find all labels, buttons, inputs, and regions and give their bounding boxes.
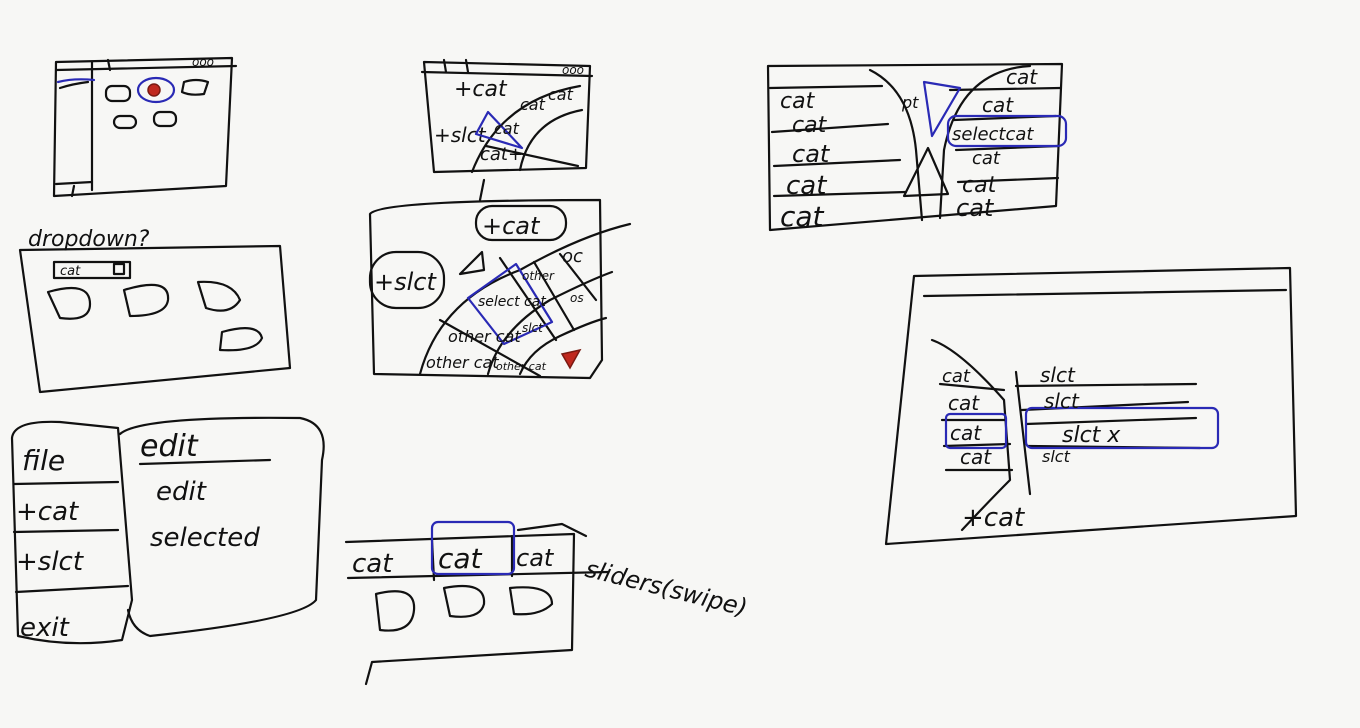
list-selected-row <box>946 114 1068 148</box>
radial-other-cat-2: other cat <box>426 353 499 372</box>
panel-slct-3: slct <box>1042 447 1071 466</box>
dropdown-selected-item: cat <box>60 264 81 279</box>
radial-other-cat-1: other cat <box>448 327 521 346</box>
panel-cat-3: cat <box>950 421 982 445</box>
radial-slct-button <box>368 250 446 310</box>
panel-add-cat: +cat <box>962 503 1025 533</box>
list-right-selectcat: selectcat <box>952 124 1034 145</box>
tab-cat-1: cat <box>352 549 393 579</box>
panel-cat-2: cat <box>948 391 980 415</box>
tab-cat-2: cat <box>438 542 483 575</box>
list-left-cat-3: cat <box>792 140 831 168</box>
panel-slct-x: slct x <box>1062 423 1121 448</box>
tab-cat-3: cat <box>516 544 555 572</box>
submenu-item-selected: selected <box>150 523 260 553</box>
list-right-cat-5: cat <box>956 194 995 222</box>
radial-slct: slct <box>522 321 544 335</box>
list-right-cat-2: cat <box>982 93 1014 117</box>
list-right-cat-3: cat <box>972 148 1001 169</box>
radial-os: os <box>570 291 584 305</box>
sketch-cat-panel: cat cat cat cat +cat slct slct slct x sl… <box>884 266 1298 546</box>
list-left-cat-1: cat <box>780 89 816 114</box>
radial-other: other <box>522 269 555 283</box>
panel-selected-slct <box>1024 406 1220 450</box>
list-right-cat-4: cat <box>962 173 998 198</box>
small-cat-1: cat <box>494 119 520 138</box>
small-cat-2: cat <box>520 95 546 114</box>
sketch-tab-slider: cat cat cat sliders(swipe) <box>344 520 751 686</box>
list-middle-label: pt <box>901 93 919 112</box>
small-cat-4: cat+ <box>480 144 523 165</box>
radial-select-cat: select cat <box>478 294 546 310</box>
small-window-dots: ooo <box>562 63 584 77</box>
sketch-dropdown: dropdown? cat <box>18 227 292 394</box>
menu-item-add-cat: +cat <box>16 497 79 527</box>
tab-cat-selected <box>430 520 516 576</box>
menu-item-exit: exit <box>20 613 70 643</box>
radial-add-cat: +cat <box>482 212 541 240</box>
submenu-edit-header: edit <box>140 429 199 464</box>
small-cat-3: cat <box>548 85 574 104</box>
sketch-app-window: ooo <box>52 55 238 198</box>
panel-cat-4: cat <box>960 445 992 469</box>
sliders-note: sliders(swipe) <box>583 555 751 622</box>
list-left-cat-4: cat <box>786 171 827 201</box>
window-dots: ooo <box>192 55 214 69</box>
sketch-file-menu: file +cat +slct exit edit edit selected <box>10 416 325 645</box>
small-add-cat: +cat <box>454 77 508 102</box>
list-left-cat-2: cat <box>792 113 828 138</box>
radial-oc: oc <box>562 246 583 267</box>
radial-add-cat-button <box>474 204 568 242</box>
panel-slct-2: slct <box>1044 389 1080 413</box>
sketch-radial-small: ooo +cat +slct cat cat cat cat+ <box>420 58 594 202</box>
sketch-list-columns: cat cat cat cat cat pt cat cat selectcat… <box>766 62 1068 233</box>
dropdown-selected-box <box>52 260 132 280</box>
radial-other-cat-3: other cat <box>496 360 547 373</box>
panel-slct-1: slct <box>1040 363 1076 387</box>
radial-slct: +slct <box>374 268 437 296</box>
menu-item-add-slct: +slct <box>16 547 84 577</box>
panel-selected-cat <box>944 412 1008 450</box>
list-right-cat-1: cat <box>1006 65 1038 89</box>
submenu-item-edit: edit <box>156 477 207 507</box>
sketch-radial-large: +cat +slct select cat other cat other ca… <box>368 198 632 380</box>
menu-item-file: file <box>22 444 65 477</box>
list-left-cat-5: cat <box>780 200 825 233</box>
panel-cat-1: cat <box>942 366 971 387</box>
